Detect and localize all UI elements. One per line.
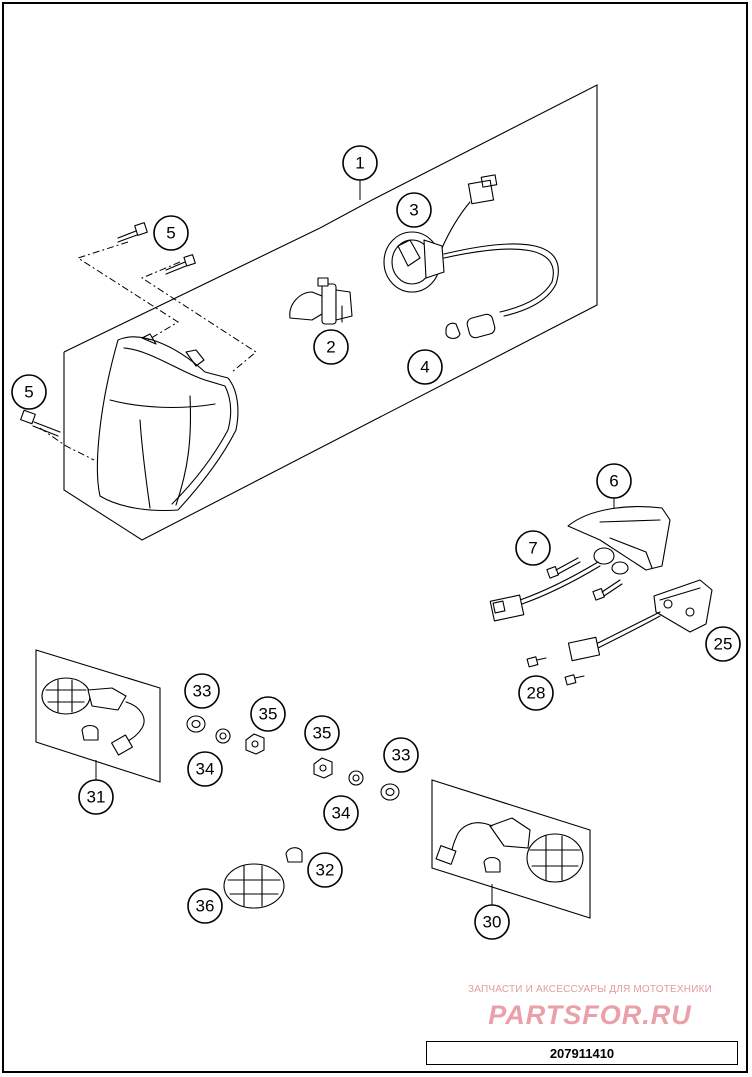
svg-text:4: 4 bbox=[420, 358, 429, 377]
svg-text:35: 35 bbox=[259, 705, 278, 724]
lock-washer-left bbox=[215, 728, 231, 744]
tail-light-screw-b bbox=[592, 579, 623, 601]
nut-left bbox=[245, 733, 265, 755]
svg-text:2: 2 bbox=[326, 338, 335, 357]
svg-text:6: 6 bbox=[609, 472, 618, 491]
callout-3: 3 bbox=[396, 192, 432, 228]
turn-signal-right bbox=[435, 817, 584, 883]
license-plate-light bbox=[567, 579, 713, 662]
tail-light-screw-a bbox=[546, 557, 581, 579]
nut-right bbox=[313, 757, 333, 779]
diagram-code: 207911410 bbox=[426, 1041, 738, 1065]
bolt-middle bbox=[165, 254, 196, 275]
svg-text:30: 30 bbox=[483, 913, 502, 932]
bolt-path-lower bbox=[39, 427, 95, 461]
callout-33-right: 33 bbox=[383, 737, 419, 773]
lock-washer-right bbox=[348, 770, 364, 786]
bolt-path-middle bbox=[140, 261, 257, 373]
bolt-upper bbox=[117, 222, 148, 243]
turn-signal-left-group-outline bbox=[35, 649, 161, 783]
svg-text:32: 32 bbox=[316, 861, 335, 880]
license-screw-b bbox=[564, 674, 585, 686]
signal-lens-loose bbox=[223, 863, 285, 909]
callout-7: 7 bbox=[515, 530, 551, 566]
washer-right bbox=[380, 783, 400, 801]
svg-text:28: 28 bbox=[527, 684, 546, 703]
headlight-socket bbox=[383, 174, 559, 317]
tail-light bbox=[489, 506, 671, 622]
callout-34-right: 34 bbox=[323, 795, 359, 831]
callout-4: 4 bbox=[407, 349, 443, 385]
svg-text:34: 34 bbox=[332, 804, 351, 823]
turn-signal-left bbox=[41, 677, 145, 756]
svg-text:33: 33 bbox=[193, 682, 212, 701]
headlight-housing bbox=[96, 333, 239, 512]
svg-text:31: 31 bbox=[87, 788, 106, 807]
svg-text:25: 25 bbox=[714, 635, 733, 654]
svg-text:35: 35 bbox=[313, 724, 332, 743]
callout-5-upper: 5 bbox=[153, 215, 189, 251]
svg-text:5: 5 bbox=[166, 224, 175, 243]
position-bulb bbox=[445, 313, 496, 340]
turn-signal-right-group-outline bbox=[431, 779, 591, 919]
svg-text:33: 33 bbox=[392, 746, 411, 765]
callout-1: 1 bbox=[342, 145, 378, 181]
callout-31: 31 bbox=[78, 779, 114, 815]
callout-35-left: 35 bbox=[250, 696, 286, 732]
callout-34-left: 34 bbox=[187, 751, 223, 787]
svg-text:3: 3 bbox=[409, 201, 418, 220]
svg-text:1: 1 bbox=[355, 154, 364, 173]
washer-left bbox=[186, 715, 206, 733]
watermark-logo: PARTSFOR.RU bbox=[488, 1000, 692, 1030]
signal-bulb-loose bbox=[285, 847, 303, 863]
callout-36: 36 bbox=[187, 888, 223, 924]
callout-35-right: 35 bbox=[304, 715, 340, 751]
license-screw-a bbox=[526, 656, 547, 668]
callout-33-left: 33 bbox=[184, 673, 220, 709]
bolt-lower bbox=[20, 409, 61, 437]
svg-text:7: 7 bbox=[528, 539, 537, 558]
bolt-path-upper bbox=[76, 241, 179, 341]
callout-6: 6 bbox=[596, 463, 632, 499]
callout-30: 30 bbox=[474, 904, 510, 940]
group-outline-top bbox=[63, 227, 321, 353]
callout-28: 28 bbox=[518, 675, 554, 711]
callout-5-lower: 5 bbox=[11, 374, 47, 410]
svg-text:34: 34 bbox=[196, 760, 215, 779]
svg-text:36: 36 bbox=[196, 897, 215, 916]
watermark-tagline: ЗАПЧАСТИ И АКСЕССУАРЫ ДЛЯ МОТОТЕХНИКИ bbox=[467, 984, 713, 995]
headlight-group-outline bbox=[63, 84, 598, 541]
callout-2: 2 bbox=[313, 329, 349, 365]
group-outline-segment bbox=[319, 199, 373, 229]
svg-text:5: 5 bbox=[24, 383, 33, 402]
headlight-bulb bbox=[289, 277, 353, 325]
callout-32: 32 bbox=[307, 852, 343, 888]
callout-25: 25 bbox=[705, 626, 741, 662]
